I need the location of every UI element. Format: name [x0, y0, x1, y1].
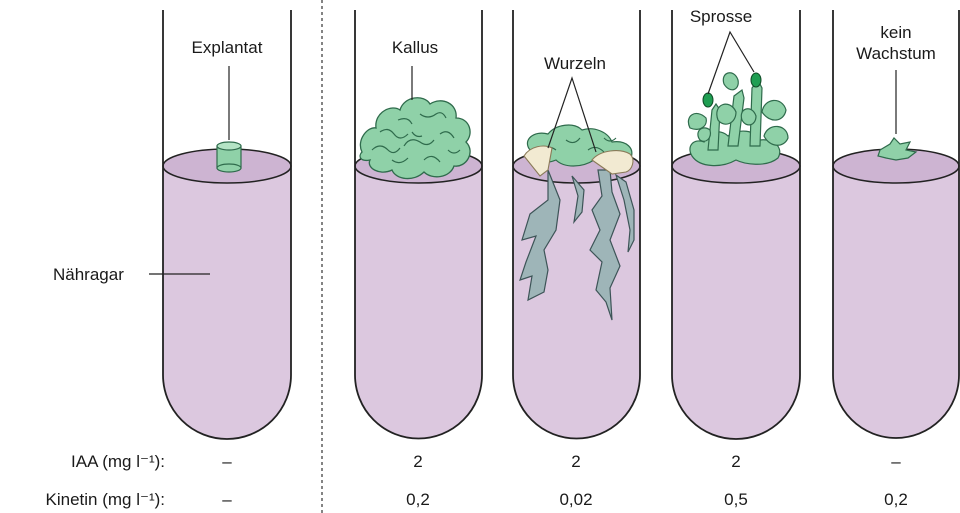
- agar-body: [672, 166, 800, 439]
- iaa-value: 2: [413, 452, 422, 471]
- kinetin-value: 0,2: [406, 490, 430, 509]
- tube-2: [355, 10, 482, 439]
- iaa-value: –: [222, 452, 232, 471]
- tube-5: [833, 10, 959, 438]
- no-growth-label-line2: Wachstum: [856, 44, 936, 63]
- no-growth-label-line1: kein: [880, 23, 911, 42]
- iaa-value: 2: [571, 452, 580, 471]
- kinetin-value: –: [222, 490, 232, 509]
- roots-label: Wurzeln: [544, 54, 606, 73]
- kinetin-value: 0,2: [884, 490, 908, 509]
- iaa-row-label: IAA (mg l⁻¹):: [71, 452, 165, 471]
- explant-label: Explantat: [192, 38, 263, 57]
- agar-body: [833, 166, 959, 438]
- shoots-icon: [688, 73, 788, 166]
- shoots-label: Sprosse: [690, 7, 752, 26]
- iaa-value: 2: [731, 452, 740, 471]
- iaa-value: –: [891, 452, 901, 471]
- nutrient-label: Nähragar: [53, 265, 124, 284]
- tube-4: [672, 10, 800, 439]
- agar-body: [355, 166, 482, 439]
- callus-icon: [360, 98, 470, 179]
- tube-1: [149, 10, 291, 439]
- kinetin-value: 0,5: [724, 490, 748, 509]
- explant-icon: [217, 142, 241, 172]
- agar-body: [163, 166, 291, 439]
- kinetin-value: 0,02: [559, 490, 592, 509]
- tube-3: [513, 10, 640, 439]
- callus-label: Kallus: [392, 38, 438, 57]
- kinetin-row-label: Kinetin (mg l⁻¹):: [46, 490, 166, 509]
